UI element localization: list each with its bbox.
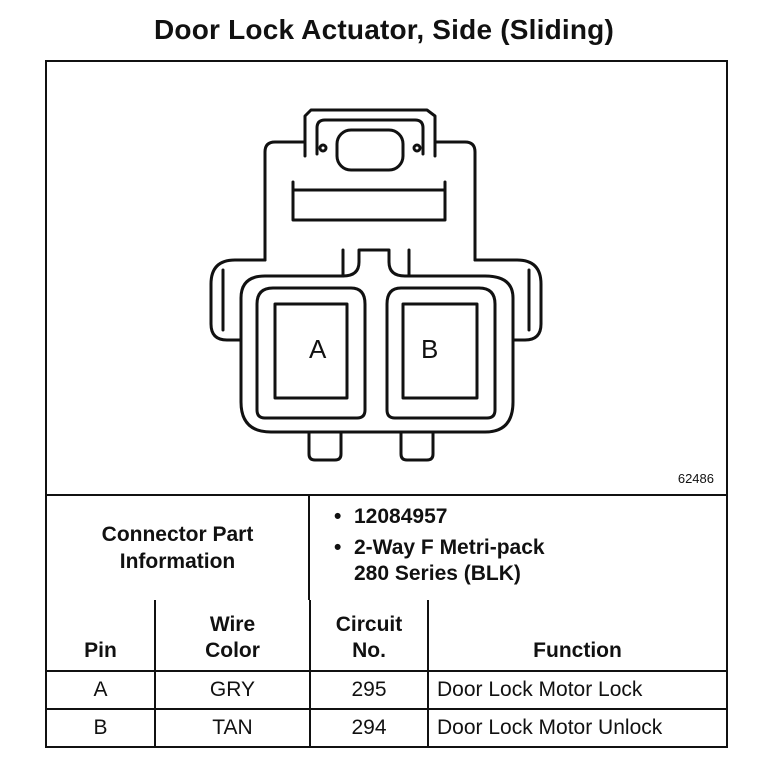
latch-base — [291, 180, 447, 222]
bullet-icon: • — [334, 505, 342, 528]
cavity-a — [273, 302, 349, 400]
foot-left — [307, 430, 343, 462]
latch-pin-right — [412, 143, 422, 153]
cavity-a-label: A — [309, 334, 327, 364]
circuit-cell: 295 — [309, 670, 429, 710]
bullet-icon: • — [334, 536, 342, 559]
connector-type: • 2-Way F Metri-pack 280 Series (BLK) — [334, 535, 726, 587]
header-function: Function — [427, 600, 726, 672]
connector-face-drawing: A B — [209, 108, 543, 462]
table-row: B TAN 294 Door Lock Motor Unlock — [47, 708, 726, 746]
foot-right — [399, 430, 435, 462]
connector-part-info-label-line2: Information — [119, 550, 236, 573]
connector-part-info-row: Connector Part Information • 12084957 • … — [47, 494, 726, 600]
header-pin: Pin — [47, 600, 156, 672]
connector-part-info-list: • 12084957 • 2-Way F Metri-pack 280 Seri… — [310, 496, 726, 600]
connector-part-info-label-line1: Connector Part — [101, 523, 254, 546]
header-wire-color: Wire Color — [154, 600, 311, 672]
connector-sheet: A B 62486 Connector Part Information • 1… — [45, 60, 728, 748]
connector-part-number: • 12084957 — [334, 504, 726, 530]
function-cell: Door Lock Motor Lock — [427, 670, 726, 710]
latch-slot — [335, 128, 405, 172]
pin-cell: A — [47, 670, 156, 710]
wire-color-cell: GRY — [154, 670, 311, 710]
header-circuit-no: Circuit No. — [309, 600, 429, 672]
connector-inner-shell — [239, 248, 515, 342]
connector-top-shell — [263, 140, 477, 262]
figure-number: 62486 — [677, 471, 714, 486]
wire-color-cell: TAN — [154, 708, 311, 746]
cavity-b-frame — [385, 286, 497, 420]
connector-part-info-label: Connector Part Information — [47, 496, 310, 600]
cavity-b — [401, 302, 479, 400]
cavity-a-frame — [255, 286, 367, 420]
connector-type-text: 2-Way F Metri-pack 280 Series (BLK) — [354, 536, 545, 585]
ridge-left — [341, 248, 411, 278]
connector-part-number-text: 12084957 — [354, 505, 448, 528]
latch-pin-left — [318, 143, 328, 153]
connector-body — [209, 258, 543, 434]
table-row: A GRY 295 Door Lock Motor Lock — [47, 670, 726, 710]
function-cell: Door Lock Motor Unlock — [427, 708, 726, 746]
pin-cell: B — [47, 708, 156, 746]
connector-diagram: A B 62486 — [47, 62, 726, 494]
cavity-b-label: B — [421, 334, 438, 364]
latch-inner — [315, 118, 425, 156]
circuit-cell: 294 — [309, 708, 429, 746]
page-title: Door Lock Actuator, Side (Sliding) — [153, 14, 614, 45]
pin-table: Pin Wire Color Circuit No. Function A GR… — [47, 600, 726, 746]
pin-table-header: Pin Wire Color Circuit No. Function — [47, 600, 726, 672]
latch-housing — [303, 108, 437, 158]
